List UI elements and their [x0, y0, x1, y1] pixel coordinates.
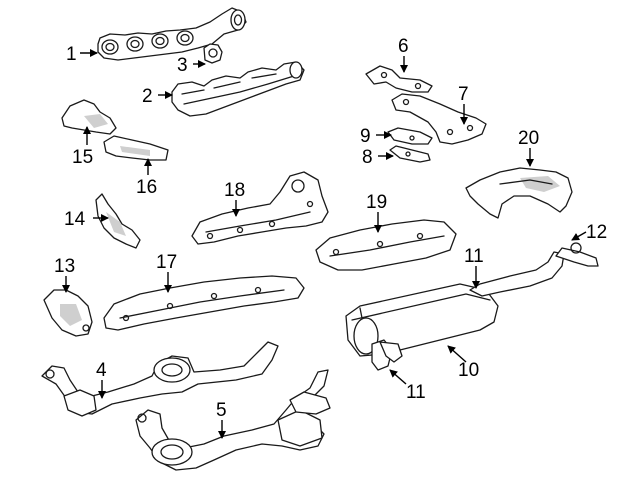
callout-12: 12 [586, 222, 607, 243]
front-pipe-5 [135, 369, 331, 471]
callout-6: 6 [398, 36, 409, 57]
callout-9: 9 [360, 126, 371, 147]
callout-15: 15 [72, 147, 93, 168]
exhaust-manifold-upper [97, 7, 247, 61]
heat-shield-13 [43, 289, 93, 337]
heat-shield-18 [191, 171, 329, 245]
mounting-bracket-6 [365, 65, 433, 93]
callout-10: 10 [458, 360, 479, 381]
callout-4: 4 [96, 360, 107, 381]
muffler-assembly [345, 242, 599, 371]
callout-5: 5 [216, 400, 227, 421]
front-pipe-4 [41, 341, 279, 417]
callout-3: 3 [177, 55, 188, 76]
callout-2: 2 [142, 86, 153, 107]
heat-shield-20 [465, 167, 573, 219]
heat-shield-14 [95, 193, 141, 249]
callout-8: 8 [362, 147, 373, 168]
callout-11-upper: 11 [464, 246, 484, 267]
leader-lines [62, 49, 587, 439]
callout-17: 17 [156, 252, 177, 273]
callout-1: 1 [66, 44, 77, 65]
heat-shield-16 [103, 135, 169, 161]
bracket-8 [389, 145, 431, 163]
callout-14: 14 [64, 209, 86, 230]
callout-16: 16 [136, 177, 157, 198]
manifold-gasket [203, 43, 223, 64]
callout-19: 19 [366, 192, 387, 213]
callout-18: 18 [224, 180, 245, 201]
callout-13: 13 [54, 256, 75, 277]
hanger-bracket-7 [391, 93, 487, 145]
callout-7: 7 [458, 84, 469, 105]
heat-shield-15 [61, 99, 117, 135]
exhaust-manifold-lower [171, 61, 305, 117]
heat-shield-19 [315, 219, 457, 271]
callout-11-lower: 11 [406, 382, 426, 403]
heat-shield-17 [103, 275, 305, 331]
callout-20: 20 [518, 128, 539, 149]
bracket-9 [387, 127, 433, 145]
